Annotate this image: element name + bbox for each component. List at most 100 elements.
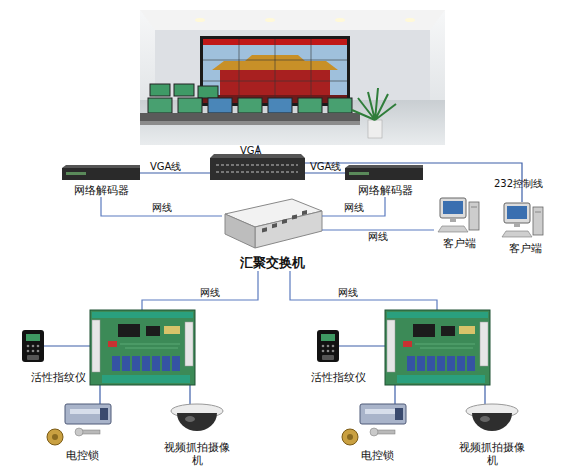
wires-part [142, 271, 258, 310]
device-label: 活性指纹仪 [311, 371, 366, 384]
cable-label: 网线 [368, 231, 388, 243]
control-room-photo [140, 10, 445, 145]
control-room-photo-part [208, 98, 232, 113]
matrix-switcher-part [216, 171, 298, 173]
aggregation-switch-device-part [292, 214, 297, 219]
aggregation-switch-device-part [255, 211, 322, 248]
control-room-photo-part [140, 10, 445, 30]
control-room-photo-part [140, 10, 445, 145]
signal-label: VGA线 [150, 161, 181, 173]
device-label: 电控锁 [66, 449, 99, 462]
decoder-node: 网络解码器 [58, 167, 144, 197]
decoder-node: 网络解码器 [342, 167, 428, 197]
wires-part [394, 385, 395, 404]
control-room-photo-part [239, 39, 240, 103]
wires-part [339, 345, 385, 346]
device-label: 视频抓拍摄像机 [456, 441, 528, 467]
wires-part [189, 385, 190, 404]
aggregation-switch-device-part [282, 219, 287, 224]
network-decoder-device-part [62, 168, 140, 180]
cable-label: 网线 [344, 202, 364, 214]
wires [44, 145, 522, 404]
network-decoder-device-part [66, 172, 86, 175]
device-label: 视频抓拍摄像机 [161, 441, 233, 467]
network-cable [322, 229, 434, 230]
cable-label: 网线 [152, 202, 172, 214]
control-room-photo-part [200, 36, 350, 106]
control-room-photo-part [328, 98, 352, 113]
signal-label: 232控制线 [494, 178, 543, 190]
fingerprint-node: 活性指纹仪 [300, 326, 376, 384]
control-room-photo-part [198, 86, 218, 98]
aggregation-switch-device-part [225, 214, 255, 248]
cable-label: 网线 [200, 287, 220, 299]
network-decoder-device-part [345, 168, 423, 180]
signal-label: VGA [240, 145, 261, 157]
electric-lock [342, 404, 406, 445]
control-room-photo-part [311, 39, 312, 103]
control-room-photo-part [148, 98, 172, 113]
network-decoder-device [62, 165, 140, 180]
client-node: 客户端 [434, 193, 484, 250]
control-room-photo-part [238, 98, 262, 113]
fingerprint-reader [22, 330, 44, 362]
network-cable [101, 197, 222, 216]
control-room-photo-part [268, 98, 292, 113]
device-label: 活性指纹仪 [31, 371, 86, 384]
dome-camera [466, 404, 518, 431]
device-label: 网络解码器 [358, 184, 413, 197]
device-label: 汇聚交换机 [240, 255, 305, 271]
control-room-photo-part [335, 18, 345, 22]
control-room-photo-part [368, 120, 382, 138]
wires-part [140, 172, 210, 173]
network-decoder-device-part [349, 172, 369, 175]
client-computer [438, 198, 479, 232]
device-label: 客户端 [509, 242, 542, 255]
camera-node: 视频抓拍摄像机 [456, 396, 528, 467]
dome-camera [171, 404, 223, 431]
wires-part [484, 385, 485, 404]
signal-label: VGA线 [310, 161, 341, 173]
control-room-photo-part [405, 18, 415, 22]
lock-node: 电控锁 [44, 396, 120, 462]
network-decoder-device-part [345, 165, 423, 168]
lock-node: 电控锁 [339, 396, 415, 462]
client-computer [502, 203, 543, 237]
control-room-photo-part [265, 18, 275, 22]
control-room-photo-part [150, 84, 170, 96]
control-room-photo-part [155, 30, 430, 102]
fingerprint-node: 活性指纹仪 [20, 326, 96, 384]
device-label: 网络解码器 [74, 184, 129, 197]
wires-part [290, 271, 437, 310]
device-label: 客户端 [443, 237, 476, 250]
control-room-photo-part [140, 121, 360, 125]
aggregation-switch-device [225, 199, 322, 248]
control-room-photo-part [275, 39, 276, 103]
device-label: 电控锁 [361, 449, 394, 462]
camera-node: 视频抓拍摄像机 [161, 396, 233, 467]
network-decoder-device [345, 165, 423, 180]
aggregation-switch-device-part [262, 227, 267, 232]
cable-label: 网线 [338, 287, 358, 299]
control-room-photo-part [174, 84, 194, 96]
control-room-photo-part [298, 98, 322, 113]
network-cable [322, 197, 385, 216]
control-room-photo-part [140, 113, 360, 121]
control-room-photo-part [178, 98, 202, 113]
aggregation-switch-device-part [302, 210, 307, 215]
controller-board [385, 310, 490, 385]
fingerprint-reader [317, 330, 339, 362]
wires-part [99, 385, 100, 404]
control-room-photo-part [203, 81, 347, 82]
control-room-photo-part [203, 60, 347, 61]
electric-lock [47, 404, 111, 445]
control-room-photo-part [203, 39, 347, 103]
matrix-switcher [210, 154, 305, 180]
wires-part [305, 172, 345, 173]
network-decoder-device-part [62, 165, 140, 168]
control-room-photo-part [352, 88, 396, 120]
matrix-switcher-part [210, 158, 305, 180]
